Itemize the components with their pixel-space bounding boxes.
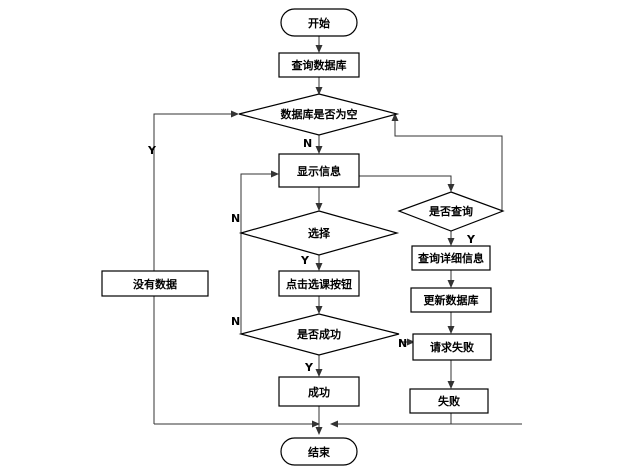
success-box	[278, 376, 360, 407]
no-data-label: 没有数据	[133, 277, 177, 291]
success-check-label: 是否成功	[296, 327, 341, 341]
fail-process: 失败	[409, 388, 489, 414]
query-detail-process: 查询详细信息	[411, 245, 491, 271]
select-label: 选择	[308, 226, 331, 240]
db-empty-decision: 数据库是否为空	[238, 93, 400, 136]
is-query-decision: 是否查询	[397, 191, 505, 232]
fail-label: 失败	[438, 394, 460, 408]
end-label: 结束	[307, 445, 331, 459]
fail-box	[409, 388, 489, 414]
start-terminal: 开始	[280, 8, 358, 37]
success-label: 成功	[308, 385, 330, 399]
edge-check-yes-loop	[153, 110, 239, 424]
success-no-label: N	[231, 315, 240, 328]
query-db-process: 查询数据库	[278, 52, 360, 78]
success-check-diamond	[238, 313, 400, 356]
success-process: 成功	[278, 376, 360, 407]
start-label: 开始	[308, 16, 330, 30]
select-yes-label: Y	[300, 254, 310, 267]
click-button-process: 点击选课按钮	[278, 270, 360, 297]
update-db-process: 更新数据库	[410, 287, 492, 313]
show-info-box	[278, 153, 360, 188]
end-terminal: 结束	[280, 437, 358, 466]
db-empty-label: 数据库是否为空	[281, 107, 358, 121]
success-yes-label: Y	[304, 361, 314, 374]
query-detail-box	[411, 245, 491, 271]
start-shape	[280, 8, 358, 37]
request-fail-in-label: N	[398, 337, 407, 350]
db-empty-diamond	[238, 93, 400, 136]
query-db-box	[278, 52, 360, 78]
is-query-label: 是否查询	[428, 204, 473, 218]
select-decision: 选择	[238, 210, 400, 256]
connectors	[153, 36, 522, 435]
end-shape	[280, 437, 358, 466]
select-diamond	[238, 210, 400, 256]
request-fail-box	[412, 333, 492, 361]
query-detail-label: 查询详细信息	[418, 251, 484, 265]
success-check-decision: 是否成功	[238, 313, 400, 356]
click-button-box	[278, 270, 360, 297]
edge-show-to-isquery	[359, 175, 455, 192]
show-info-process: 显示信息	[278, 153, 360, 188]
db-empty-no-label: N	[303, 137, 312, 150]
edge-isquery-loop	[391, 113, 503, 211]
update-db-box	[410, 287, 492, 313]
is-query-diamond	[397, 191, 505, 232]
no-data-process: 没有数据	[101, 270, 209, 297]
request-fail-label: 请求失败	[430, 340, 474, 354]
show-info-label: 显示信息	[297, 164, 341, 178]
db-empty-yes-label: Y	[147, 144, 157, 157]
is-query-yes-label: Y	[466, 233, 476, 246]
select-no-label: N	[231, 212, 240, 225]
click-button-label: 点击选课按钮	[286, 277, 352, 291]
query-db-label: 查询数据库	[292, 58, 347, 72]
no-data-box	[101, 270, 209, 297]
request-fail-process: 请求失败	[412, 333, 492, 361]
update-db-label: 更新数据库	[424, 293, 479, 307]
